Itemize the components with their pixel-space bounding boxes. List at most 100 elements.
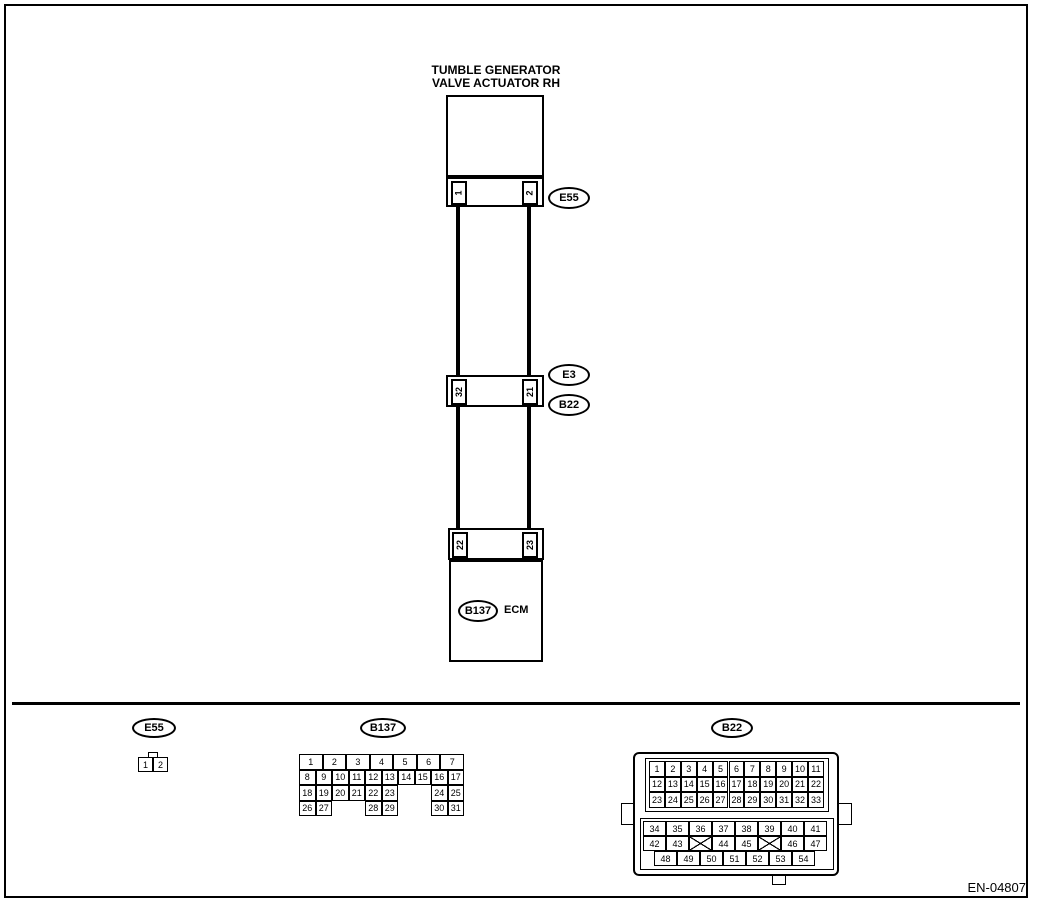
- e55-pin-2: 2: [522, 181, 538, 205]
- legend-pin: 54: [792, 851, 815, 866]
- legend-pin: 15: [414, 769, 431, 785]
- legend-pin: 53: [769, 851, 792, 866]
- component-title-line2: VALVE ACTUATOR RH: [432, 76, 560, 90]
- legend-pin: 24: [664, 792, 681, 808]
- legend-pin: 10: [332, 769, 349, 785]
- legend-b22-tab-left: [621, 803, 634, 825]
- legend-pin: 31: [776, 792, 793, 808]
- legend-pin: 7: [744, 761, 761, 777]
- wire-right-lower: [527, 407, 531, 530]
- legend-pin: 28: [728, 792, 745, 808]
- e55-label: E55: [548, 187, 590, 209]
- b22-pin-32: 32: [451, 379, 467, 405]
- legend-pin-blank: [758, 836, 781, 851]
- legend-pin: 21: [348, 785, 365, 801]
- legend-pin: 13: [381, 769, 398, 785]
- legend-pin: 9: [315, 769, 332, 785]
- legend-pin: 18: [744, 776, 761, 792]
- e3-label: E3: [548, 364, 590, 386]
- legend-b137-label: B137: [360, 718, 406, 738]
- legend-pin: 6: [416, 754, 441, 770]
- legend-pin: 10: [792, 761, 808, 777]
- legend-pin: 51: [723, 851, 746, 866]
- wire-left-upper: [456, 207, 460, 375]
- b137-pin-23: 23: [522, 532, 538, 558]
- legend-pin: 43: [666, 836, 689, 851]
- legend-pin: 27: [315, 800, 332, 816]
- legend-pin: 20: [332, 785, 349, 801]
- e55-pin-1: 1: [451, 181, 467, 205]
- legend-pin: 45: [735, 836, 758, 851]
- legend-pin: 1: [299, 754, 323, 770]
- legend-pin: 24: [431, 785, 448, 801]
- legend-b22-tab-right: [839, 803, 852, 825]
- legend-pin: 19: [760, 776, 777, 792]
- legend-pin: 42: [643, 836, 666, 851]
- legend-pin: 34: [643, 821, 666, 836]
- legend-e55-key: [148, 752, 158, 759]
- legend-pin: 20: [776, 776, 793, 792]
- b22-pin-21: 21: [522, 379, 538, 405]
- legend-pin: 19: [315, 785, 332, 801]
- legend-pin: 18: [299, 785, 316, 801]
- legend-pin-blank: [689, 836, 712, 851]
- legend-pin: 25: [680, 792, 697, 808]
- legend-pin: 6: [728, 761, 745, 777]
- legend-pin: 3: [346, 754, 370, 770]
- separator-line: [12, 702, 1020, 705]
- legend-pin: 38: [735, 821, 758, 836]
- legend-pin: 2: [322, 754, 347, 770]
- legend-e55-pin: 2: [153, 757, 168, 772]
- legend-b22-label: B22: [711, 718, 753, 738]
- legend-pin: 37: [712, 821, 735, 836]
- legend-pin: 23: [649, 792, 665, 808]
- legend-pin: 48: [654, 851, 677, 866]
- legend-pin: 1: [649, 761, 665, 777]
- legend-pin: 21: [792, 776, 808, 792]
- legend-pin: 36: [689, 821, 712, 836]
- legend-pin: 17: [447, 769, 464, 785]
- legend-pin: 14: [680, 776, 697, 792]
- b137-label: B137: [458, 600, 498, 622]
- legend-pin: 25: [447, 785, 464, 801]
- wire-left-lower: [456, 407, 460, 530]
- legend-pin: 22: [365, 785, 382, 801]
- diagram-frame: [4, 4, 1028, 898]
- legend-pin: 23: [381, 785, 398, 801]
- legend-pin: 32: [792, 792, 808, 808]
- legend-b22-housing: [633, 752, 839, 876]
- document-id: EN-04807: [967, 880, 1026, 895]
- legend-pin: 14: [398, 769, 415, 785]
- legend-pin: 47: [804, 836, 827, 851]
- legend-pin: 11: [348, 769, 365, 785]
- legend-pin: 16: [712, 776, 729, 792]
- legend-pin: 33: [808, 792, 824, 808]
- wire-right-upper: [527, 207, 531, 375]
- legend-pin: 30: [760, 792, 777, 808]
- legend-pin: 49: [677, 851, 700, 866]
- legend-pin: 4: [696, 761, 713, 777]
- legend-b22-key: [772, 876, 786, 885]
- legend-pin: 5: [712, 761, 729, 777]
- b137-pin-22: 22: [452, 532, 468, 558]
- legend-e55-pin: 1: [138, 757, 153, 772]
- legend-pin: 35: [666, 821, 689, 836]
- component-title-line1: TUMBLE GENERATOR: [431, 63, 561, 77]
- legend-b22-upper-block: [645, 758, 829, 812]
- legend-pin: 5: [393, 754, 417, 770]
- legend-pin: 27: [712, 792, 729, 808]
- legend-pin: 9: [776, 761, 793, 777]
- legend-pin: 2: [664, 761, 681, 777]
- legend-pin: 44: [712, 836, 735, 851]
- legend-pin: 8: [299, 769, 316, 785]
- legend-e55-label: E55: [132, 718, 176, 738]
- legend-pin: 46: [781, 836, 804, 851]
- legend-pin: 8: [760, 761, 777, 777]
- b22-label: B22: [548, 394, 590, 416]
- legend-pin: 26: [299, 800, 316, 816]
- legend-pin: 52: [746, 851, 769, 866]
- legend-pin: 15: [696, 776, 713, 792]
- legend-pin: 29: [381, 800, 398, 816]
- component-title: TUMBLE GENERATOR VALVE ACTUATOR RH: [396, 64, 596, 90]
- legend-pin: 31: [447, 800, 464, 816]
